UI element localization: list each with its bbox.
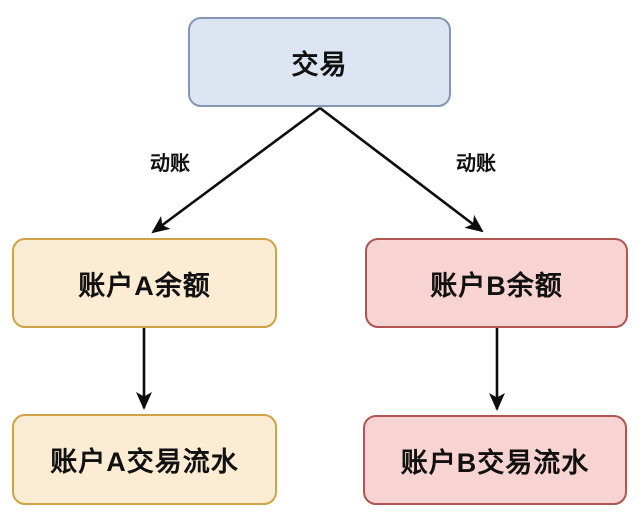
node-account-a-statement-label: 账户A交易流水 [50,447,239,477]
node-transaction-label: 交易 [291,49,348,80]
edge-label-right: 动账 [442,147,510,176]
node-transaction: 交易 [188,17,451,107]
node-account-a-balance-label: 账户A余额 [78,270,211,301]
node-account-a-statement: 账户A交易流水 [12,414,277,505]
node-account-b-statement-label: 账户B交易流水 [400,447,590,478]
node-account-b-balance: 账户B余额 [365,238,628,328]
node-account-a-balance: 账户A余额 [12,238,277,328]
node-account-b-balance-label: 账户B余额 [430,270,563,301]
edge-label-left: 动账 [136,147,204,176]
node-account-b-statement: 账户B交易流水 [363,415,627,505]
